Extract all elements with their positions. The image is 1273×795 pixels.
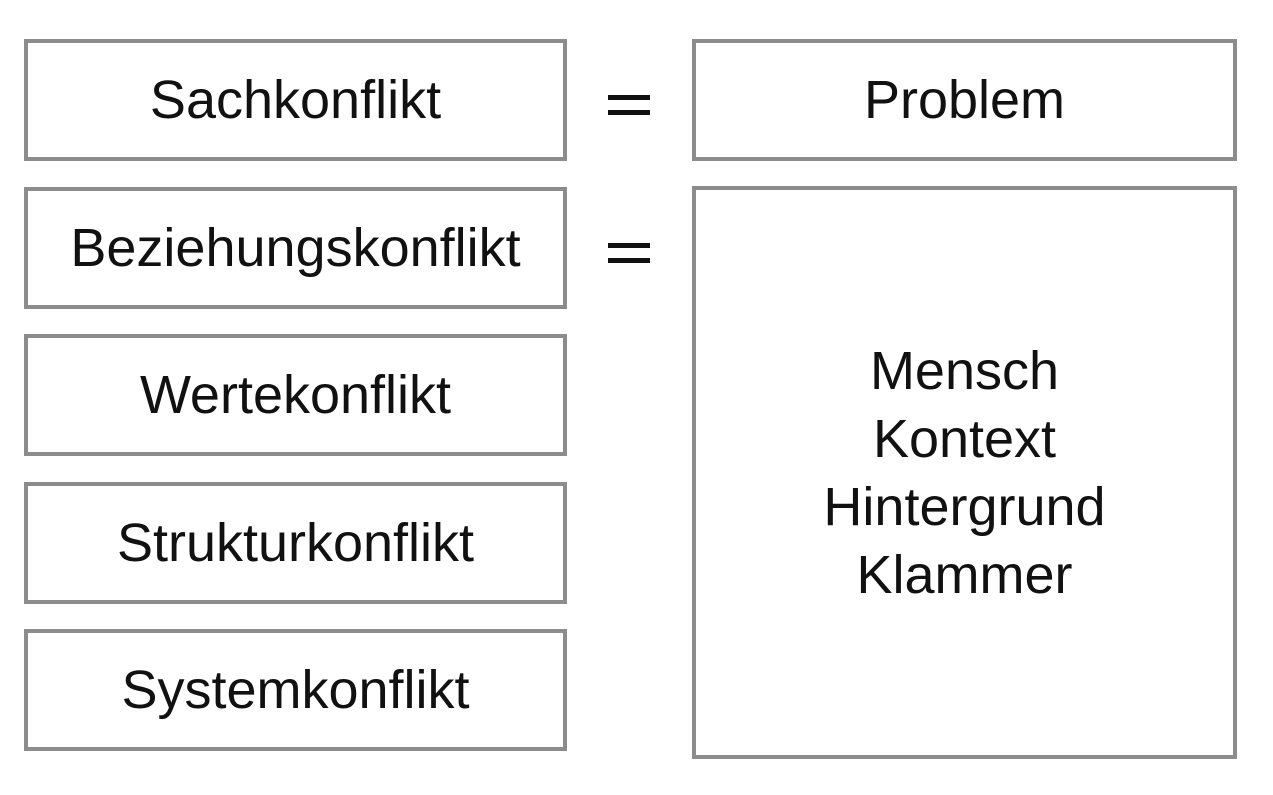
conflict-box-struktur: Strukturkonflikt <box>24 482 567 604</box>
conflict-label: Strukturkonflikt <box>116 513 475 573</box>
conflict-label: Systemkonflikt <box>121 660 470 720</box>
aspect-item: Klammer <box>856 544 1073 605</box>
aspects-list: Mensch Kontext Hintergrund Klammer <box>823 337 1105 609</box>
aspects-box: Mensch Kontext Hintergrund Klammer <box>692 186 1237 759</box>
aspect-item: Kontext <box>872 408 1057 469</box>
aspect-item: Mensch <box>869 340 1060 401</box>
problem-box: Problem <box>692 39 1237 161</box>
conflict-box-sach: Sachkonflikt <box>24 39 567 161</box>
conflict-label: Beziehungskonflikt <box>70 218 521 278</box>
conflict-label: Sachkonflikt <box>149 70 442 130</box>
conflict-label: Wertekonflikt <box>139 365 452 425</box>
equals-sign <box>600 238 658 266</box>
problem-label: Problem <box>863 70 1066 130</box>
conflict-box-werte: Wertekonflikt <box>24 334 567 456</box>
conflict-box-beziehung: Beziehungskonflikt <box>24 187 567 309</box>
aspect-item: Hintergrund <box>823 476 1106 537</box>
equals-sign <box>600 90 658 118</box>
conflict-box-system: Systemkonflikt <box>24 629 567 751</box>
